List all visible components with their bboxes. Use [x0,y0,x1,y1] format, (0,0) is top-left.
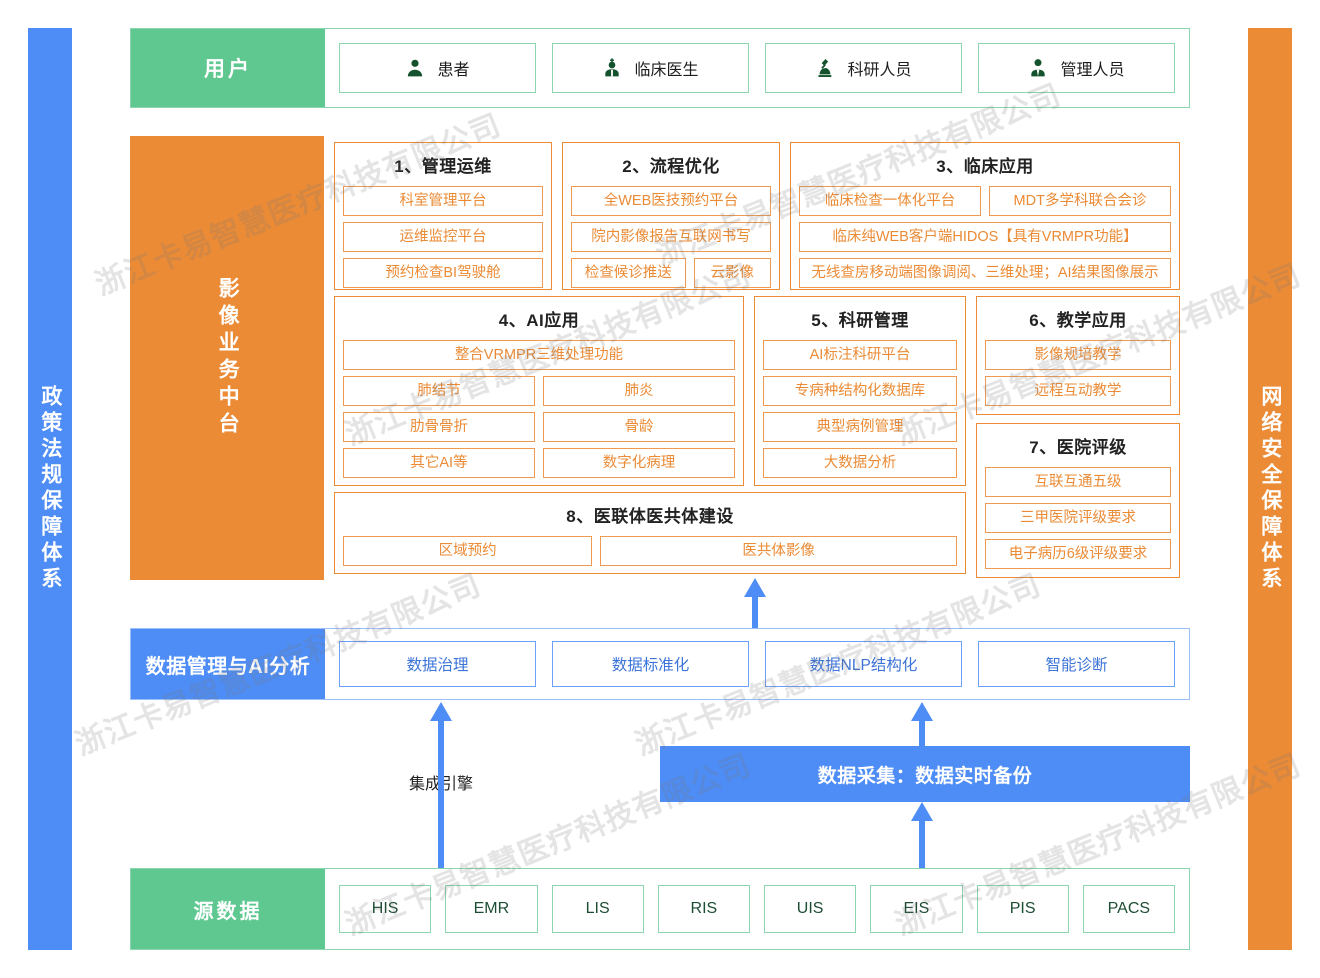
section-item[interactable]: 整合VRMPR三维处理功能 [343,340,735,370]
section-6-teaching: 6、教学应用 影像规培教学 远程互动教学 [976,296,1180,415]
section-item[interactable]: 典型病例管理 [763,412,957,442]
platform-band-label: 影像业务中台 [130,136,324,580]
section-item[interactable]: 院内影像报告互联网书写 [571,222,771,252]
user-chip-patient[interactable]: 患者 [339,43,536,93]
section-item[interactable]: 临床纯WEB客户端HIDOS【具有VRMPR功能】 [799,222,1171,252]
source-chip-his[interactable]: HIS [339,885,432,933]
section-item[interactable]: 三甲医院评级要求 [985,503,1171,533]
section-item[interactable]: 检查候诊推送 [571,258,686,288]
source-data-items: HIS EMR LIS RIS UIS EIS PIS PACS [325,869,1189,949]
source-data-label: 源数据 [131,869,325,949]
microscope-icon [818,59,832,77]
section-item[interactable]: 专病种结构化数据库 [763,376,957,406]
section-item[interactable]: 预约检查BI驾驶舱 [343,258,543,288]
user-label: 管理人员 [1060,62,1125,79]
arrow-source-to-collect [911,802,933,868]
source-chip-lis[interactable]: LIS [551,885,644,933]
right-rail-security: 网络安全保障体系 [1248,28,1292,950]
data-management-items: 数据治理 数据标准化 数据NLP结构化 智能诊断 [325,629,1189,699]
platform-band: 影像业务中台 1、管理运维 科室管理平台 运维监控平台 预约检查BI驾驶舱 2、… [130,136,1190,580]
source-chip-pis[interactable]: PIS [976,885,1069,933]
right-rail-label: 网络安全保障体系 [1258,385,1282,593]
source-chip-uis[interactable]: UIS [764,885,857,933]
section-title: 3、临床应用 [936,157,1034,176]
section-item[interactable]: 全WEB医技预约平台 [571,186,771,216]
section-item[interactable]: 互联互通五级 [985,467,1171,497]
user-chip-researcher[interactable]: 科研人员 [765,43,962,93]
section-8-alliance: 8、医联体医共体建设 区域预约 医共体影像 [334,492,966,574]
section-6-7-column: 6、教学应用 影像规培教学 远程互动教学 7、医院评级 互联互通五级 三甲医院评… [976,296,1180,578]
section-item[interactable]: 影像规培教学 [985,340,1171,370]
section-item[interactable]: 远程互动教学 [985,376,1171,406]
section-item[interactable]: 科室管理平台 [343,186,543,216]
section-item[interactable]: 其它AI等 [343,448,535,478]
user-chip-clinician[interactable]: 临床医生 [552,43,749,93]
section-item[interactable]: 数字化病理 [543,448,735,478]
manager-icon [1031,59,1046,77]
section-item[interactable]: 云影像 [693,258,771,288]
user-label: 临床医生 [634,62,699,79]
section-title: 6、教学应用 [1029,311,1127,330]
section-item[interactable]: 运维监控平台 [343,222,543,252]
source-chip-pacs[interactable]: PACS [1082,885,1175,933]
section-item[interactable]: 大数据分析 [763,448,957,478]
source-chip-emr[interactable]: EMR [445,885,538,933]
left-rail-label: 政策法规保障体系 [38,385,62,593]
data-chip-standardization[interactable]: 数据标准化 [552,641,749,687]
section-title: 1、管理运维 [394,157,492,176]
section-4-ai: 4、AI应用 整合VRMPR三维处理功能 肺结节 肺炎 肋骨骨折 骨龄 其它AI… [334,296,744,486]
section-item[interactable]: 医共体影像 [600,536,957,566]
section-title: 2、流程优化 [622,157,720,176]
user-chip-manager[interactable]: 管理人员 [978,43,1175,93]
arrow-collect-to-data [911,702,933,748]
section-title: 5、科研管理 [811,311,909,330]
section-item[interactable]: 电子病历6级评级要求 [985,539,1171,569]
section-item[interactable]: 肺炎 [543,376,735,406]
section-1-ops: 1、管理运维 科室管理平台 运维监控平台 预约检查BI驾驶舱 [334,142,552,290]
arrow-data-to-platform [744,578,766,628]
data-management-label: 数据管理与AI分析 [131,629,325,699]
user-label: 科研人员 [847,62,912,79]
data-chip-diagnosis[interactable]: 智能诊断 [978,641,1175,687]
left-rail-policy: 政策法规保障体系 [28,28,72,950]
section-item[interactable]: 临床检查一体化平台 [799,186,981,216]
section-item[interactable]: MDT多学科联合会诊 [989,186,1171,216]
data-management-band: 数据管理与AI分析 数据治理 数据标准化 数据NLP结构化 智能诊断 [130,628,1190,700]
section-7-rating: 7、医院评级 互联互通五级 三甲医院评级要求 电子病历6级评级要求 [976,423,1180,578]
data-collection-bar: 数据采集：数据实时备份 [660,746,1190,802]
section-5-research: 5、科研管理 AI标注科研平台 专病种结构化数据库 典型病例管理 大数据分析 [754,296,966,486]
users-list: 患者 临床医生 科研人员 [325,29,1189,107]
source-chip-eis[interactable]: EIS [870,885,963,933]
user-label: 患者 [437,62,470,79]
section-item[interactable]: AI标注科研平台 [763,340,957,370]
section-2-process: 2、流程优化 全WEB医技预约平台 院内影像报告互联网书写 检查候诊推送 云影像 [562,142,780,290]
data-chip-governance[interactable]: 数据治理 [339,641,536,687]
section-3-clinical: 3、临床应用 临床检查一体化平台 MDT多学科联合会诊 临床纯WEB客户端HID… [790,142,1180,290]
section-title: 4、AI应用 [498,311,580,330]
section-item[interactable]: 肺结节 [343,376,535,406]
section-item[interactable]: 骨龄 [543,412,735,442]
section-item[interactable]: 肋骨骨折 [343,412,535,442]
platform-sections: 1、管理运维 科室管理平台 运维监控平台 预约检查BI驾驶舱 2、流程优化 全W… [324,136,1190,580]
section-title: 7、医院评级 [1029,438,1127,457]
source-chip-ris[interactable]: RIS [657,885,750,933]
users-band: 用户 患者 临床医生 [130,28,1190,108]
arrow-source-to-data-engine [430,702,452,868]
data-chip-nlp[interactable]: 数据NLP结构化 [765,641,962,687]
section-title: 8、医联体医共体建设 [566,507,734,526]
users-band-label: 用户 [131,29,325,107]
section-item[interactable]: 区域预约 [343,536,593,566]
person-icon [408,59,423,77]
section-item[interactable]: 无线查房移动端图像调阅、三维处理；AI结果图像展示 [799,258,1171,288]
source-data-band: 源数据 HIS EMR LIS RIS UIS EIS PIS PACS [130,868,1190,950]
doctor-icon [605,58,620,77]
